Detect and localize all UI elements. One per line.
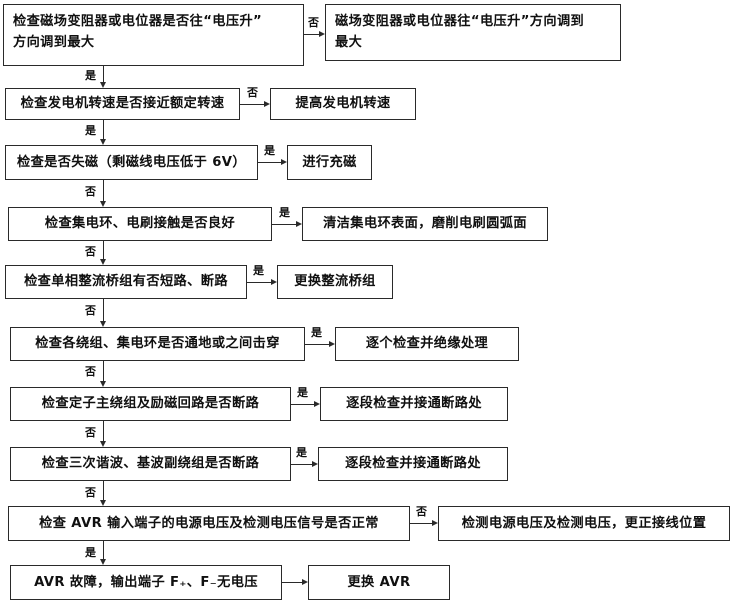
flow-node-label: 更换 AVR — [347, 574, 411, 590]
arrowhead-right-e17 — [432, 520, 438, 526]
flow-node-n6: 检查各绕组、集电环是否通地或之间击穿 — [10, 327, 305, 361]
connector-vertical-e2 — [103, 66, 104, 83]
flow-node-n8r: 逐段检查并接通断路处 — [318, 447, 508, 481]
arrowhead-down-e6 — [100, 201, 106, 207]
arrowhead-right-e9 — [271, 279, 277, 285]
flow-node-n9r: 检测电源电压及检测电压，更正接线位置 — [438, 506, 730, 541]
arrowhead-down-e14 — [100, 441, 106, 447]
arrowhead-down-e16 — [100, 500, 106, 506]
edge-label-e16: 否 — [85, 486, 96, 499]
arrowhead-down-e8 — [100, 259, 106, 265]
flow-node-label: 检查是否失磁（剩磁线电压低于 6V） — [17, 154, 246, 170]
flow-node-n5r: 更换整流桥组 — [277, 265, 393, 299]
connector-horizontal-e13 — [291, 404, 315, 405]
arrowhead-down-e2 — [100, 82, 106, 88]
edge-label-e14: 否 — [85, 426, 96, 439]
flow-node-n3: 检查是否失磁（剩磁线电压低于 6V） — [5, 145, 258, 180]
connector-vertical-e10 — [103, 299, 104, 322]
edge-label-e11: 是 — [311, 326, 322, 339]
arrowhead-right-e13 — [314, 401, 320, 407]
flow-node-label: 清洁集电环表面，磨削电刷圆弧面 — [323, 216, 527, 232]
flow-node-label: 检查三次谐波、基波副绕组是否断路 — [41, 456, 260, 472]
arrowhead-right-e3 — [264, 101, 270, 107]
edge-label-e18: 是 — [85, 546, 96, 559]
connector-horizontal-e11 — [305, 344, 330, 345]
flow-node-n7r: 逐段检查并接通断路处 — [320, 387, 508, 421]
flow-node-label: 更换整流桥组 — [294, 274, 376, 290]
flow-node-label: 检查 AVR 输入端子的电源电压及检测电压信号是否正常 — [39, 515, 379, 531]
edge-label-e3: 否 — [247, 86, 258, 99]
connector-vertical-e4 — [103, 120, 104, 140]
connector-vertical-e18 — [103, 541, 104, 560]
flow-node-n3r: 进行充磁 — [287, 145, 372, 180]
flow-node-label: 检查磁场变阻器或电位器是否往“电压升” 方向调到最大 — [13, 14, 263, 51]
flow-node-label: 逐段检查并接通断路处 — [345, 456, 481, 472]
flow-node-n9: 检查 AVR 输入端子的电源电压及检测电压信号是否正常 — [8, 506, 410, 541]
arrowhead-down-e10 — [100, 321, 106, 327]
edge-label-e4: 是 — [85, 124, 96, 137]
edge-label-e5: 是 — [264, 144, 275, 157]
edge-label-e9: 是 — [253, 264, 264, 277]
flow-node-label: 检测电源电压及检测电压，更正接线位置 — [461, 515, 707, 531]
flow-node-n4: 检查集电环、电刷接触是否良好 — [8, 207, 272, 241]
connector-horizontal-e7 — [272, 224, 297, 225]
flow-node-label: 进行充磁 — [302, 154, 357, 170]
connector-horizontal-e19 — [282, 582, 303, 583]
flow-node-n2: 检查发电机转速是否接近额定转速 — [5, 88, 240, 120]
flow-node-n8: 检查三次谐波、基波副绕组是否断路 — [10, 447, 291, 481]
connector-horizontal-e1 — [304, 34, 320, 35]
arrowhead-down-e4 — [100, 139, 106, 145]
flow-node-n10: AVR 故障，输出端子 F₊、F₋无电压 — [10, 565, 282, 600]
edge-label-e17: 否 — [416, 505, 427, 518]
flow-node-label: 逐个检查并绝缘处理 — [365, 336, 489, 352]
edge-label-e8: 否 — [85, 245, 96, 258]
arrowhead-right-e5 — [281, 159, 287, 165]
arrowhead-right-e11 — [329, 341, 335, 347]
flow-node-n1: 检查磁场变阻器或电位器是否往“电压升” 方向调到最大 — [3, 4, 304, 66]
connector-horizontal-e3 — [240, 104, 265, 105]
edge-label-e6: 否 — [85, 185, 96, 198]
connector-horizontal-e5 — [258, 162, 282, 163]
connector-horizontal-e17 — [410, 523, 433, 524]
edge-label-e7: 是 — [279, 206, 290, 219]
flow-node-label: 检查定子主绕组及励磁回路是否断路 — [41, 396, 260, 412]
flow-node-label: 检查发电机转速是否接近额定转速 — [20, 96, 225, 112]
arrowhead-down-e18 — [100, 559, 106, 565]
connector-vertical-e12 — [103, 361, 104, 382]
connector-vertical-e8 — [103, 241, 104, 260]
edge-label-e1: 否 — [308, 16, 319, 29]
edge-label-e13: 是 — [297, 386, 308, 399]
arrowhead-right-e15 — [312, 461, 318, 467]
connector-vertical-e6 — [103, 180, 104, 202]
arrowhead-right-e1 — [319, 31, 325, 37]
flow-node-label: 检查各绕组、集电环是否通地或之间击穿 — [35, 336, 280, 352]
arrowhead-down-e12 — [100, 381, 106, 387]
flow-node-label: 检查单相整流桥组有否短路、断路 — [24, 274, 228, 290]
flow-node-label: AVR 故障，输出端子 F₊、F₋无电压 — [34, 574, 258, 590]
flow-node-label: 提高发电机转速 — [295, 96, 391, 112]
flow-node-n2r: 提高发电机转速 — [270, 88, 416, 120]
flow-node-n6r: 逐个检查并绝缘处理 — [335, 327, 519, 361]
connector-horizontal-e9 — [247, 282, 272, 283]
flow-node-n7: 检查定子主绕组及励磁回路是否断路 — [10, 387, 291, 421]
arrowhead-right-e7 — [296, 221, 302, 227]
connector-vertical-e16 — [103, 481, 104, 501]
flow-node-label: 检查集电环、电刷接触是否良好 — [44, 216, 236, 232]
flow-node-n10r: 更换 AVR — [308, 565, 450, 600]
edge-label-e2: 是 — [85, 69, 96, 82]
flow-node-n5: 检查单相整流桥组有否短路、断路 — [5, 265, 247, 299]
flow-node-n1r: 磁场变阻器或电位器往“电压升”方向调到 最大 — [325, 4, 621, 61]
edge-label-e12: 否 — [85, 365, 96, 378]
connector-vertical-e14 — [103, 421, 104, 442]
edge-label-e10: 否 — [85, 304, 96, 317]
arrowhead-right-e19 — [302, 579, 308, 585]
flow-node-label: 磁场变阻器或电位器往“电压升”方向调到 最大 — [335, 14, 585, 51]
flow-node-label: 逐段检查并接通断路处 — [346, 396, 482, 412]
connector-horizontal-e15 — [291, 464, 313, 465]
flow-node-n4r: 清洁集电环表面，磨削电刷圆弧面 — [302, 207, 548, 241]
edge-label-e15: 是 — [296, 446, 307, 459]
